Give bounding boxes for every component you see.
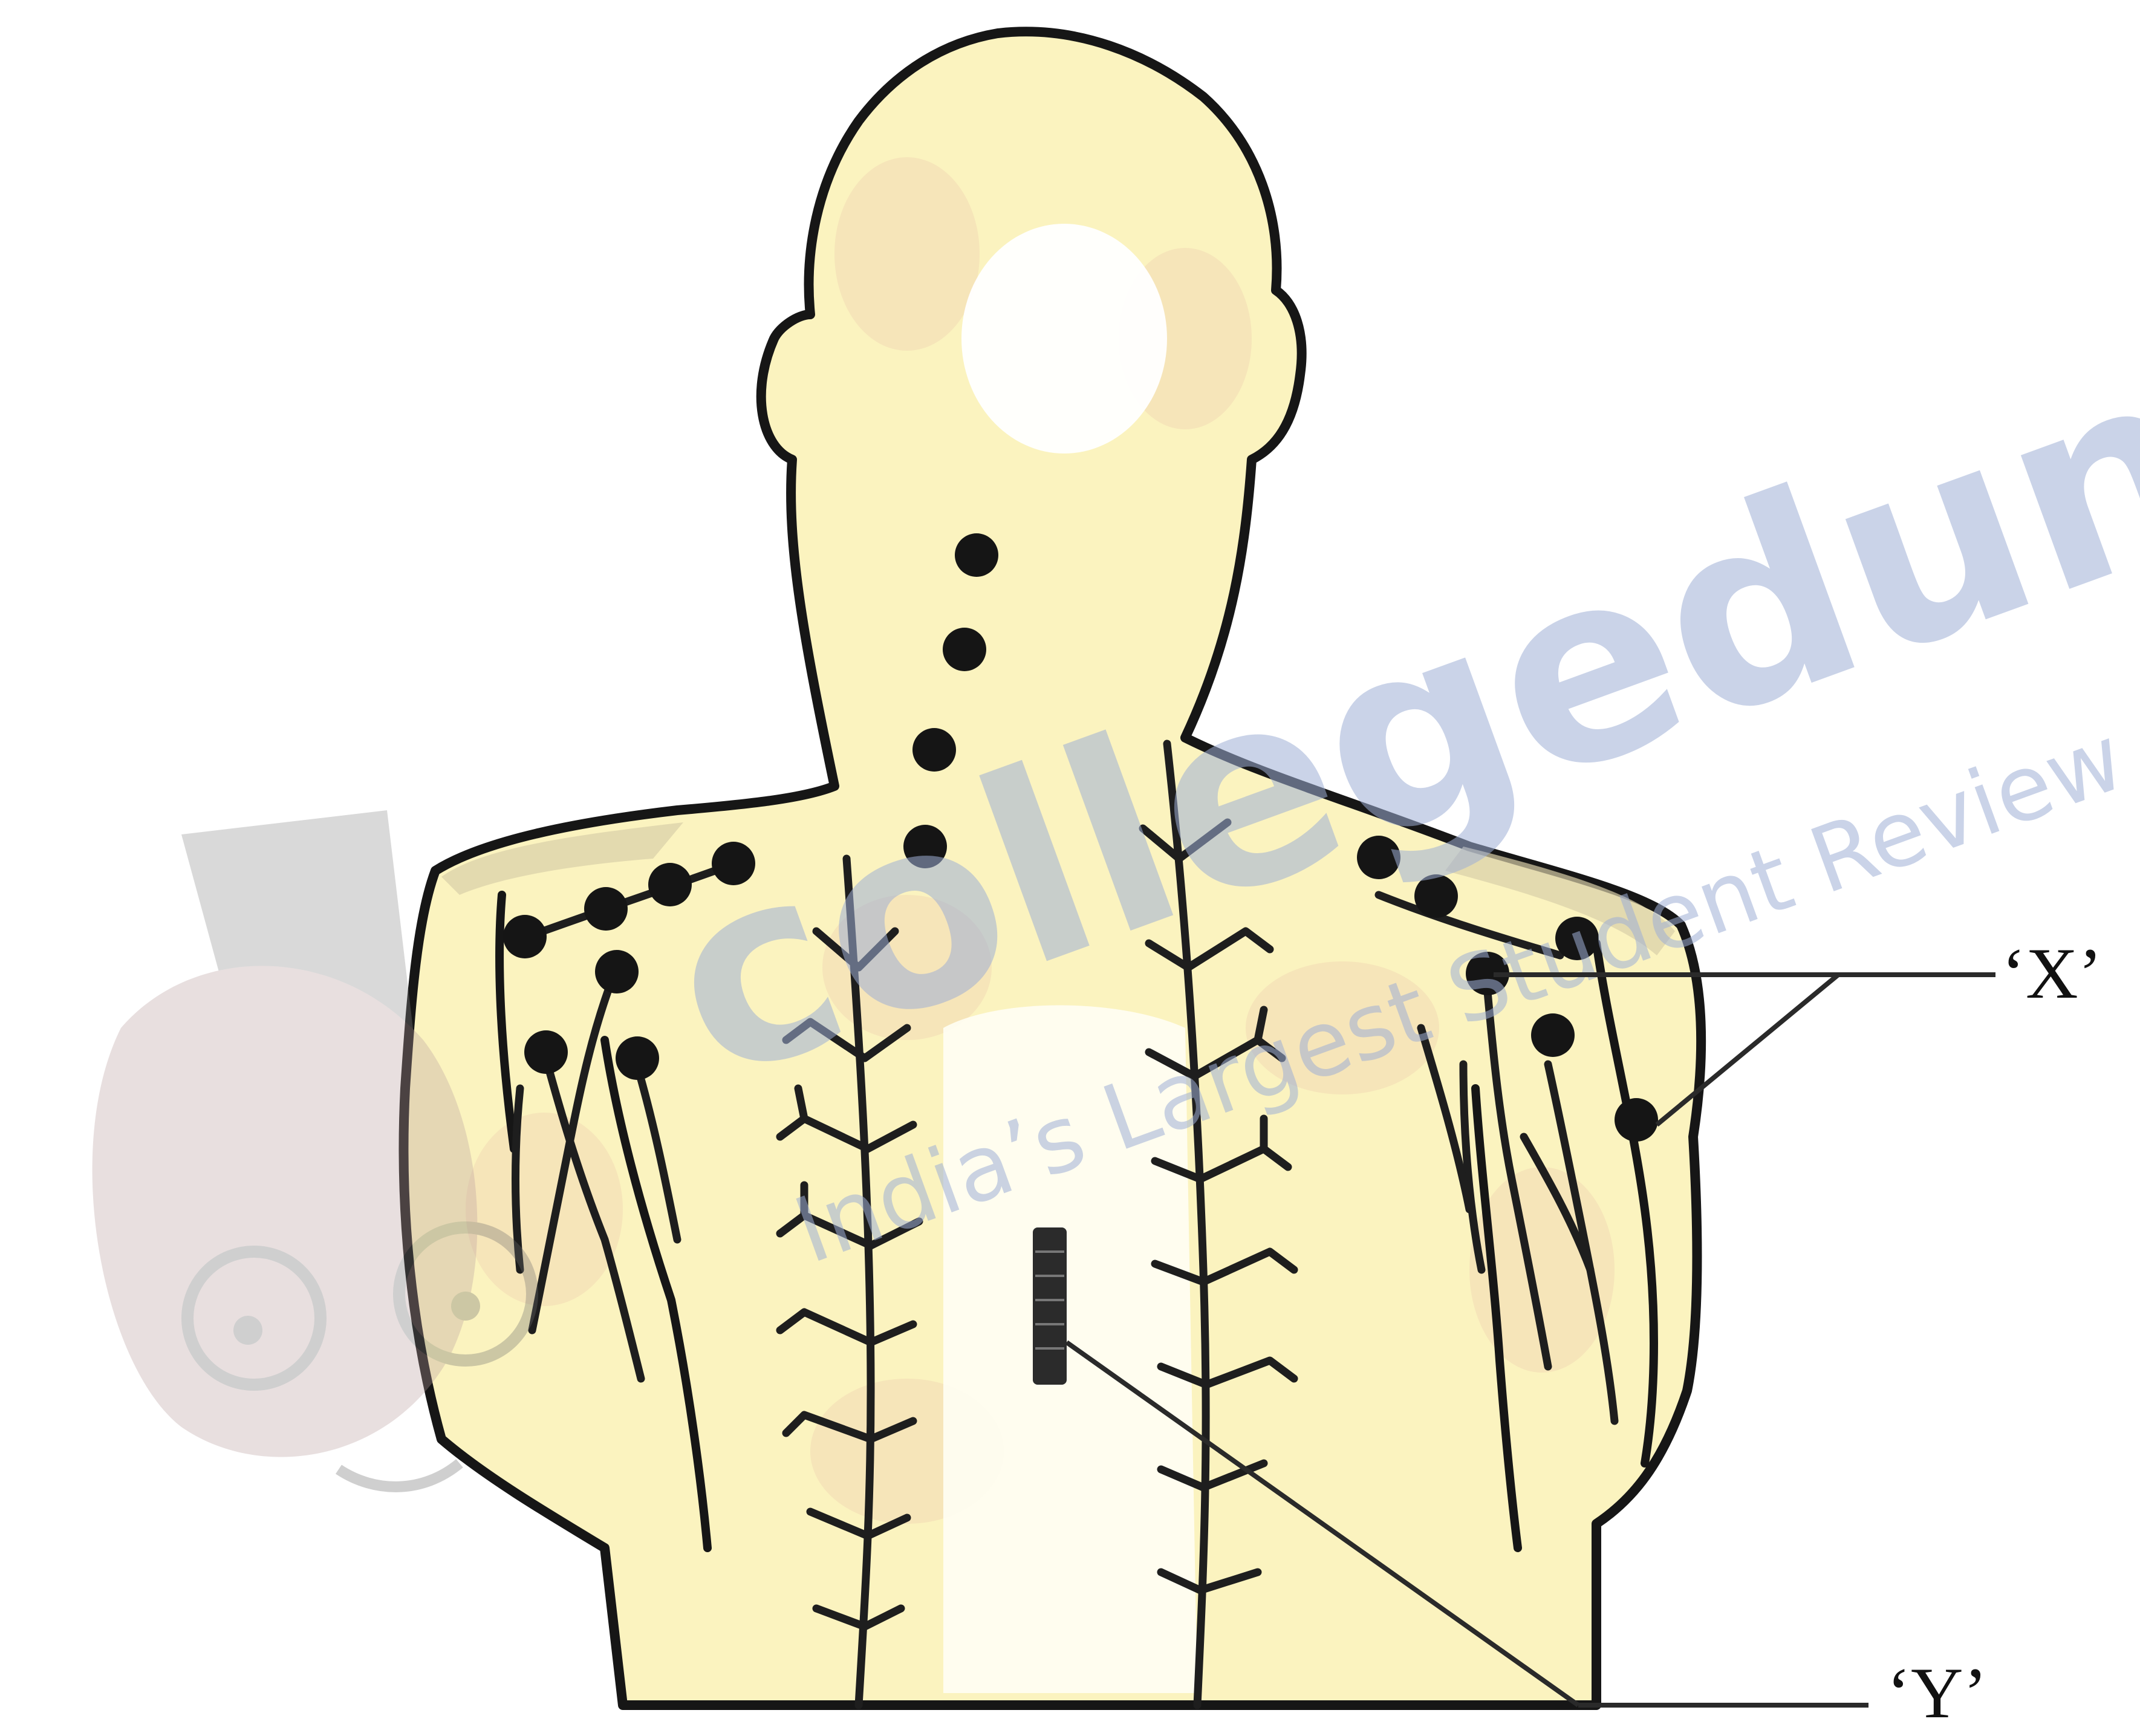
label-x: ‘X’ [2002, 933, 2103, 1013]
lymph-node [584, 887, 628, 931]
lymph-node [1615, 1098, 1658, 1142]
face-highlight [961, 224, 1167, 454]
label-y: ‘Y’ [1887, 1653, 1988, 1733]
lymph-node [943, 628, 986, 671]
lymph-node [524, 1030, 568, 1074]
lymph-node [616, 1036, 659, 1080]
lymph-node [955, 533, 998, 577]
lymph-node [503, 915, 547, 958]
lymph-node [595, 950, 639, 993]
